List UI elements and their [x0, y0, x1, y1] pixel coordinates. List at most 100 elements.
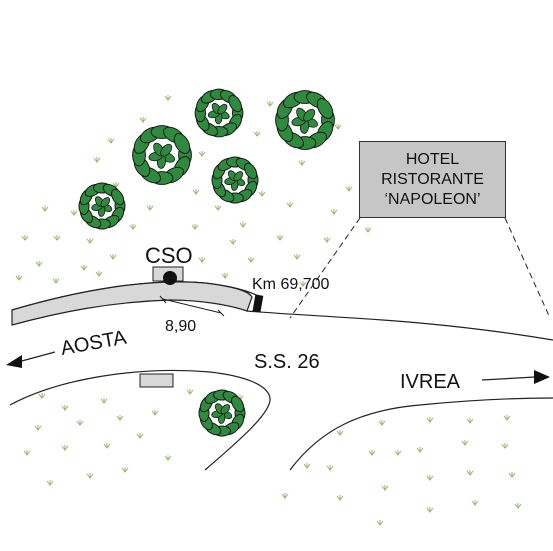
grass-tuft: [258, 191, 266, 197]
grass-tuft: [198, 257, 206, 263]
grass-tuft: [21, 235, 29, 241]
grass-tuft: [381, 485, 389, 491]
grass-tuft: [276, 235, 284, 241]
grass-tuft: [146, 205, 154, 211]
arrow-ivrea: [481, 370, 550, 384]
hotel-line-3: ‘NAPOLEON’: [384, 190, 481, 208]
cso-marker: [163, 271, 177, 285]
grass-tuft: [95, 271, 103, 277]
grass-tuft: [345, 186, 353, 192]
grass-tuft: [330, 209, 338, 215]
grass-tuft: [426, 475, 434, 481]
grass-tuft: [466, 418, 474, 424]
grass-tuft: [136, 433, 144, 439]
label-ivrea: IVREA: [400, 371, 461, 393]
grass-tuft: [466, 470, 474, 476]
grass-tuft: [501, 443, 509, 449]
tree-1: [194, 88, 244, 138]
grass-tuft: [416, 447, 424, 453]
grass-tuft: [266, 101, 274, 107]
grass-tuft: [394, 450, 402, 456]
grass-tuft: [121, 467, 129, 473]
hotel-leaders: [289, 217, 551, 319]
tree-2: [275, 90, 335, 150]
hotel-sign: HOTEL RISTORANTE ‘NAPOLEON’: [359, 141, 506, 218]
grass-tuft: [503, 415, 511, 421]
grass-tuft: [298, 160, 306, 166]
label-cso: CSO: [145, 243, 193, 268]
grass-tuft: [514, 503, 522, 509]
grass-tuft: [247, 257, 255, 263]
grass-tuft: [41, 206, 49, 212]
label-aosta: AOSTA: [59, 327, 129, 360]
grass-tuft: [116, 415, 124, 421]
grass-tuft: [80, 265, 88, 271]
grass-tuft: [299, 281, 307, 287]
grass-tuft: [164, 95, 172, 101]
grass-tuft: [368, 450, 376, 456]
grass-tuft: [323, 237, 331, 243]
grass-tuft: [129, 224, 137, 230]
grass-tuft: [93, 157, 101, 163]
grass-tuft: [214, 205, 222, 211]
grass-tuft: [100, 398, 108, 404]
road-upper-edge: [246, 310, 553, 341]
grass-tuft: [35, 261, 43, 267]
grass-tuft: [34, 425, 42, 431]
grass-tuft: [471, 500, 479, 506]
km-marker: [252, 294, 264, 313]
grass-tuft: [229, 239, 237, 245]
grass-tuft: [508, 472, 516, 478]
grass-tuft: [70, 210, 78, 216]
lower-pad: [139, 373, 174, 388]
grass-tuft: [61, 445, 69, 451]
grass-tuft: [378, 420, 386, 426]
grass-tuft: [53, 235, 61, 241]
grass-tuft: [112, 182, 120, 188]
road-upper-band-fill: [11, 281, 253, 326]
arrow-aosta: [6, 351, 56, 368]
grass-tuft: [336, 430, 344, 436]
grass-tuft: [86, 238, 94, 244]
tree-3: [132, 125, 192, 185]
grass-tuft: [103, 443, 111, 449]
tree-4: [211, 156, 259, 204]
grass-tuft: [61, 405, 69, 411]
grass-tuft: [336, 495, 344, 501]
grass-tuft: [364, 227, 372, 233]
road-lower-right: [289, 397, 553, 471]
grass-tuft: [303, 463, 311, 469]
grass-tuft: [281, 493, 289, 499]
grass-tuft: [426, 417, 434, 423]
road-lower-left: [9, 369, 271, 471]
label-distance: 8,90: [165, 318, 196, 335]
tree-5: [78, 182, 126, 230]
grass-tuft: [192, 189, 200, 195]
grass-tuft: [15, 275, 23, 281]
grass-tuft: [198, 151, 206, 157]
grass-tuft: [139, 117, 147, 123]
grass-tuft: [164, 455, 172, 461]
grass-tuft: [253, 131, 261, 137]
grass-tuft: [326, 465, 334, 471]
grass-tuft: [52, 278, 60, 284]
grass-tuft: [376, 520, 384, 526]
trees: [78, 88, 335, 437]
grass-tuft: [221, 273, 229, 279]
distance-dimension: [159, 295, 225, 317]
label-km: Km 69,700: [252, 276, 329, 293]
grass-tuft: [191, 224, 199, 230]
grass-tuft: [286, 202, 294, 208]
grass-tuft: [109, 254, 117, 260]
grass-tuft: [107, 138, 115, 144]
grass-tuft: [461, 440, 469, 446]
label-road: S.S. 26: [254, 351, 320, 373]
grass-tuft: [23, 450, 31, 456]
grass-tuft: [76, 420, 84, 426]
grass-tuft: [38, 393, 46, 399]
grass-tuft: [239, 222, 247, 228]
hotel-line-2: RISTORANTE: [381, 170, 484, 188]
grass-tuft: [334, 124, 342, 130]
grass-tuft: [186, 389, 194, 395]
